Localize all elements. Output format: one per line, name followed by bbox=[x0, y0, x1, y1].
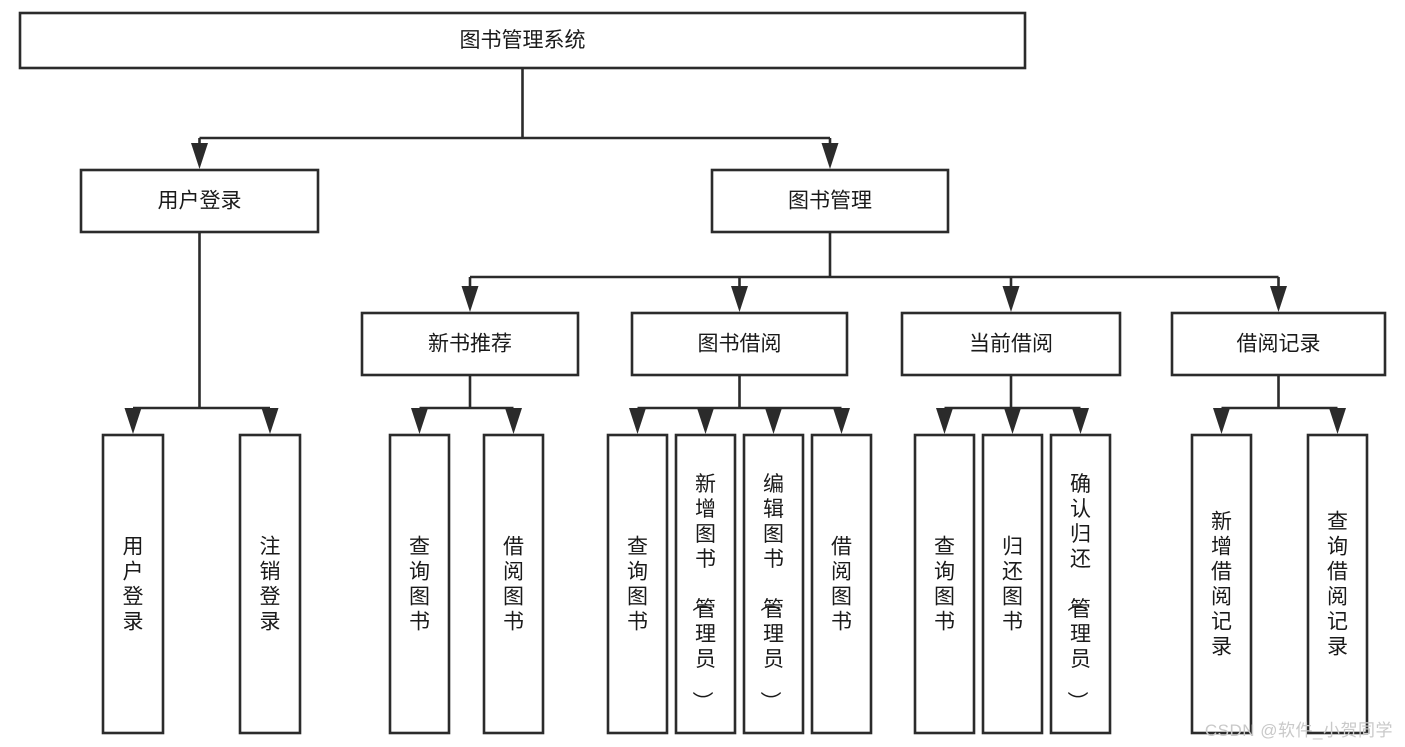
node-label: 查询借阅记录 bbox=[1327, 511, 1348, 659]
node-box[interactable] bbox=[388, 433, 451, 735]
node-box[interactable] bbox=[360, 311, 580, 377]
node-leaf-current-return[interactable]: 归还图书 bbox=[981, 433, 1044, 735]
node-label: 查询图书 bbox=[409, 536, 430, 634]
node-box[interactable] bbox=[630, 311, 849, 377]
node-bookmgmt[interactable]: 图书管理 bbox=[710, 168, 950, 234]
node-box[interactable] bbox=[79, 168, 320, 234]
node-label: 查询图书 bbox=[627, 536, 648, 634]
node-box[interactable] bbox=[742, 433, 805, 735]
node-label: 借阅记录 bbox=[1237, 333, 1321, 356]
node-box[interactable] bbox=[674, 433, 737, 735]
node-current[interactable]: 当前借阅 bbox=[900, 311, 1122, 377]
arrow-head-icon bbox=[731, 286, 748, 312]
connector-group-root bbox=[191, 68, 839, 169]
connector-layer bbox=[124, 68, 1346, 434]
node-label: 借阅图书 bbox=[831, 536, 852, 634]
node-leaf-newbook-borrow[interactable]: 借阅图书 bbox=[482, 433, 545, 735]
node-leaf-borrow-lend[interactable]: 借阅图书 bbox=[810, 433, 873, 735]
arrow-head-icon bbox=[505, 408, 522, 434]
arrow-head-icon bbox=[191, 143, 208, 169]
arrow-head-icon bbox=[629, 408, 646, 434]
node-label: 用户登录 bbox=[158, 190, 242, 213]
arrow-head-icon bbox=[1004, 408, 1021, 434]
arrow-head-icon bbox=[411, 408, 428, 434]
node-label: 编辑图书（管理员） bbox=[758, 473, 784, 712]
arrow-head-icon bbox=[261, 408, 279, 434]
connector-group-current bbox=[936, 375, 1089, 434]
node-box[interactable] bbox=[900, 311, 1122, 377]
node-box[interactable] bbox=[1170, 311, 1387, 377]
arrow-head-icon bbox=[936, 408, 953, 434]
node-label: 归还图书 bbox=[1002, 536, 1023, 634]
connector-group-records bbox=[1213, 375, 1346, 434]
arrow-head-icon bbox=[1329, 408, 1346, 434]
node-box[interactable] bbox=[482, 433, 545, 735]
node-root[interactable]: 图书管理系统 bbox=[18, 11, 1027, 70]
node-label: 图书管理 bbox=[788, 190, 872, 213]
arrow-head-icon bbox=[821, 143, 839, 169]
connector-group-login bbox=[124, 232, 279, 434]
arrow-head-icon bbox=[765, 408, 782, 434]
node-box[interactable] bbox=[18, 11, 1027, 70]
arrow-head-icon bbox=[697, 408, 714, 434]
node-label: 借阅图书 bbox=[503, 536, 524, 634]
node-label: 当前借阅 bbox=[969, 333, 1053, 356]
node-leaf-current-query[interactable]: 查询图书 bbox=[913, 433, 976, 735]
arrow-head-icon bbox=[1270, 286, 1287, 312]
node-label: 注销登录 bbox=[260, 536, 281, 634]
node-login[interactable]: 用户登录 bbox=[79, 168, 320, 234]
arrow-head-icon bbox=[833, 408, 850, 434]
node-box[interactable] bbox=[810, 433, 873, 735]
node-box[interactable] bbox=[101, 433, 165, 735]
node-label: 用户登录 bbox=[123, 536, 144, 634]
node-borrow[interactable]: 图书借阅 bbox=[630, 311, 849, 377]
node-box[interactable] bbox=[1049, 433, 1112, 735]
node-box[interactable] bbox=[606, 433, 669, 735]
node-box[interactable] bbox=[1190, 433, 1253, 735]
connector-group-borrow bbox=[629, 375, 850, 434]
arrow-head-icon bbox=[461, 286, 479, 312]
node-box[interactable] bbox=[1306, 433, 1369, 735]
node-records[interactable]: 借阅记录 bbox=[1170, 311, 1387, 377]
node-box[interactable] bbox=[981, 433, 1044, 735]
node-leaf-user-login[interactable]: 用户登录 bbox=[101, 433, 165, 735]
node-label: 图书管理系统 bbox=[460, 29, 586, 52]
node-label: 确认归还（管理员） bbox=[1065, 473, 1091, 712]
node-leaf-current-confirm[interactable]: 确认归还（管理员） bbox=[1049, 433, 1112, 735]
node-newbook[interactable]: 新书推荐 bbox=[360, 311, 580, 377]
node-box[interactable] bbox=[913, 433, 976, 735]
node-box[interactable] bbox=[710, 168, 950, 234]
watermark-text: CSDN @软件_小贺同学 bbox=[1204, 721, 1393, 740]
node-box[interactable] bbox=[238, 433, 302, 735]
node-label: 查询图书 bbox=[934, 536, 955, 634]
arrow-head-icon bbox=[1213, 408, 1230, 434]
node-leaf-borrow-add[interactable]: 新增图书（管理员） bbox=[674, 433, 737, 735]
node-leaf-user-logout[interactable]: 注销登录 bbox=[238, 433, 302, 735]
node-layer: 图书管理系统用户登录图书管理新书推荐图书借阅当前借阅借阅记录用户登录注销登录查询… bbox=[18, 11, 1387, 735]
node-leaf-borrow-query[interactable]: 查询图书 bbox=[606, 433, 669, 735]
node-label: 新书推荐 bbox=[428, 333, 512, 356]
arrow-head-icon bbox=[1002, 286, 1020, 312]
arrow-head-icon bbox=[1072, 408, 1089, 434]
node-label: 新增借阅记录 bbox=[1211, 511, 1232, 659]
arrow-head-icon bbox=[124, 408, 142, 434]
connector-group-bookmgmt bbox=[461, 232, 1287, 312]
node-leaf-records-add[interactable]: 新增借阅记录 bbox=[1190, 433, 1253, 735]
node-leaf-borrow-edit[interactable]: 编辑图书（管理员） bbox=[742, 433, 805, 735]
node-label: 图书借阅 bbox=[698, 333, 782, 356]
node-leaf-newbook-query[interactable]: 查询图书 bbox=[388, 433, 451, 735]
node-leaf-records-query[interactable]: 查询借阅记录 bbox=[1306, 433, 1369, 735]
node-label: 新增图书（管理员） bbox=[690, 473, 716, 712]
connector-group-newbook bbox=[411, 375, 522, 434]
